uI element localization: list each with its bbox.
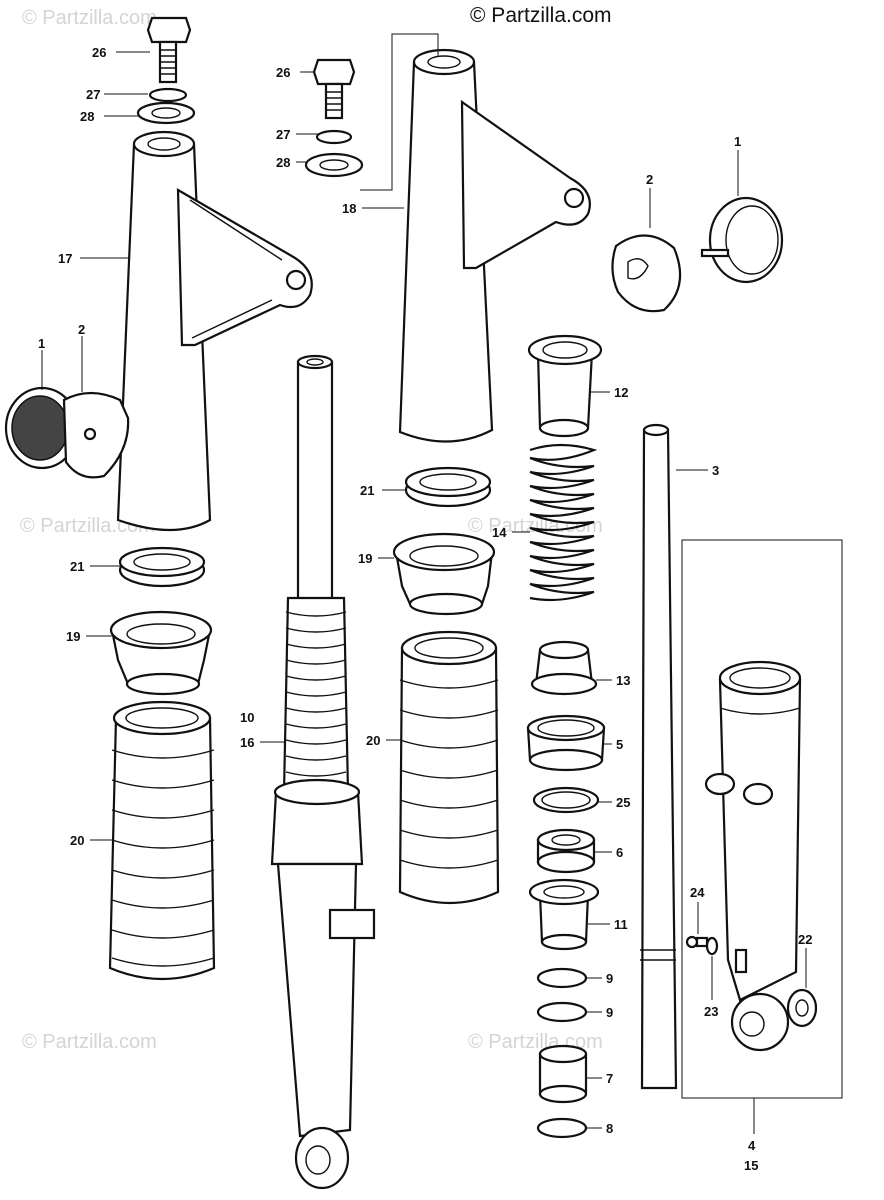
fork-cover-18[interactable] — [398, 48, 591, 443]
callout-12: 12 — [614, 385, 628, 400]
washer-28-right[interactable] — [304, 152, 364, 178]
callout-27: 27 — [276, 127, 290, 142]
callout-8: 8 — [606, 1121, 613, 1136]
callout-18: 18 — [342, 201, 356, 216]
callout-20: 20 — [366, 733, 380, 748]
o-ring-9-lower[interactable] — [536, 1001, 588, 1023]
stopper-ring-6[interactable] — [536, 828, 596, 874]
callout-19: 19 — [66, 629, 80, 644]
callout-22: 22 — [798, 932, 812, 947]
callout-9: 9 — [606, 1005, 613, 1020]
fork-spring-14[interactable] — [529, 443, 598, 602]
callout-7: 7 — [606, 1071, 613, 1086]
piston-13[interactable] — [530, 640, 598, 696]
callout-21: 21 — [360, 483, 374, 498]
fork-boot-20-center[interactable] — [398, 630, 500, 905]
callout-25: 25 — [616, 795, 630, 810]
reflector-1-right[interactable] — [700, 196, 784, 284]
washer-22[interactable] — [786, 988, 818, 1028]
callout-26: 26 — [276, 65, 290, 80]
callout-28: 28 — [276, 155, 290, 170]
copyright-text: © Partzilla.com — [470, 4, 612, 27]
bottom-case-4-15[interactable] — [704, 660, 802, 1052]
guide-12[interactable] — [527, 334, 603, 438]
callout-1: 1 — [38, 336, 45, 351]
fork-tube-10-16[interactable] — [270, 354, 376, 1190]
drain-bolt-24[interactable] — [685, 935, 709, 949]
dust-seal-21-left[interactable] — [118, 546, 206, 588]
callout-16: 16 — [240, 735, 254, 750]
washer-28-left[interactable] — [136, 101, 196, 125]
callout-3: 3 — [712, 463, 719, 478]
fork-boot-20-left[interactable] — [108, 700, 216, 981]
callout-2: 2 — [646, 172, 653, 187]
callout-28: 28 — [80, 109, 94, 124]
callout-19: 19 — [358, 551, 372, 566]
circlip-25[interactable] — [532, 786, 600, 814]
spring-seat-19-center[interactable] — [392, 532, 496, 616]
callout-4: 4 — [748, 1138, 756, 1153]
callout-17: 17 — [58, 251, 72, 266]
watermark: © Partzilla.com — [22, 7, 157, 29]
callout-13: 13 — [616, 673, 630, 688]
callout-11: 11 — [614, 917, 628, 932]
washer-27-right[interactable] — [315, 129, 353, 145]
fork-pipe-3[interactable] — [640, 423, 678, 1090]
dust-seal-21-center[interactable] — [404, 466, 492, 508]
o-ring-9-upper[interactable] — [536, 967, 588, 989]
circlip-8[interactable] — [536, 1117, 588, 1139]
collar-5[interactable] — [526, 714, 606, 772]
callout-6: 6 — [616, 845, 623, 860]
callout-23: 23 — [704, 1004, 718, 1019]
callout-2: 2 — [78, 322, 85, 337]
bushing-11[interactable] — [528, 878, 600, 951]
reflector-base-2-left[interactable] — [62, 391, 130, 479]
spring-seat-19-left[interactable] — [109, 610, 213, 696]
washer-27-left[interactable] — [148, 87, 188, 103]
callout-21: 21 — [70, 559, 84, 574]
callout-9: 9 — [606, 971, 613, 986]
callout-14: 14 — [492, 525, 507, 540]
reflector-base-2-right[interactable] — [611, 234, 682, 313]
callout-20: 20 — [70, 833, 84, 848]
bolt-26-left[interactable] — [146, 16, 192, 84]
callout-5: 5 — [616, 737, 623, 752]
bolt-26-right[interactable] — [312, 58, 356, 120]
callout-15: 15 — [744, 1158, 758, 1173]
fork-cover-17[interactable] — [116, 130, 313, 532]
watermark: © Partzilla.com — [22, 1031, 157, 1053]
watermark: © Partzilla.com — [468, 515, 603, 537]
collar-7[interactable] — [538, 1044, 588, 1104]
washer-23[interactable] — [705, 936, 719, 956]
callout-10: 10 — [240, 710, 254, 725]
callout-26: 26 — [92, 45, 106, 60]
callout-1: 1 — [734, 134, 741, 149]
callout-24: 24 — [690, 885, 705, 900]
callout-27: 27 — [86, 87, 100, 102]
